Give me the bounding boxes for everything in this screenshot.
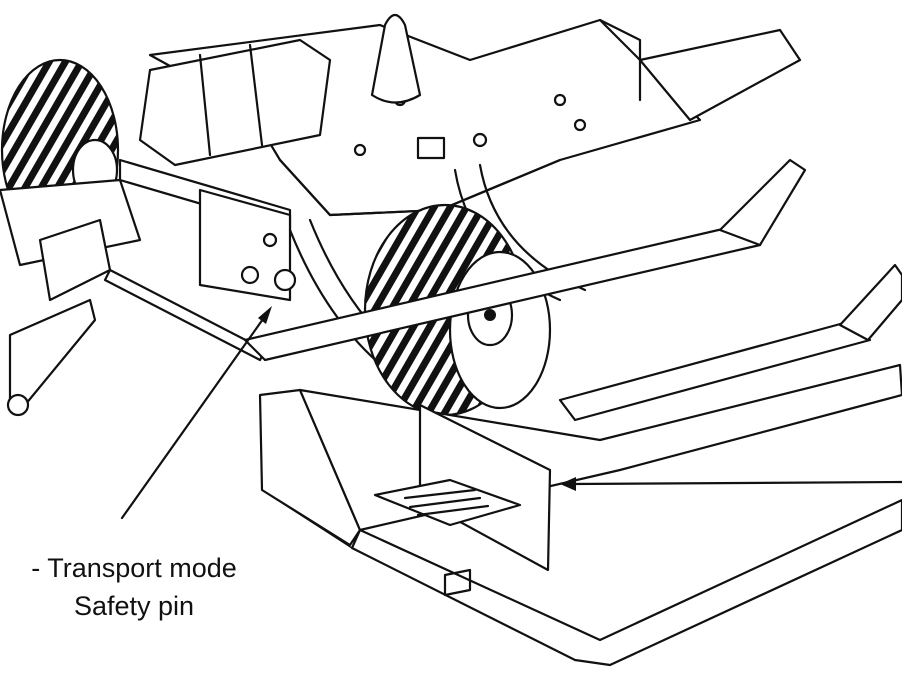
callouts [120,306,902,520]
arrowhead-foot-plate [560,477,576,491]
callout-line-transport-pin [120,310,270,520]
handle-bars [243,158,902,422]
top-cone [370,13,422,104]
safety-pin-label: Safety pin [73,591,195,621]
top-roller [138,38,332,167]
foot-tray [258,363,902,667]
arrowhead-transport-pin [258,306,272,324]
transport-mode-label: - Transport mode [31,553,237,583]
chassis [0,158,587,417]
callout-line-foot-plate [570,480,902,486]
